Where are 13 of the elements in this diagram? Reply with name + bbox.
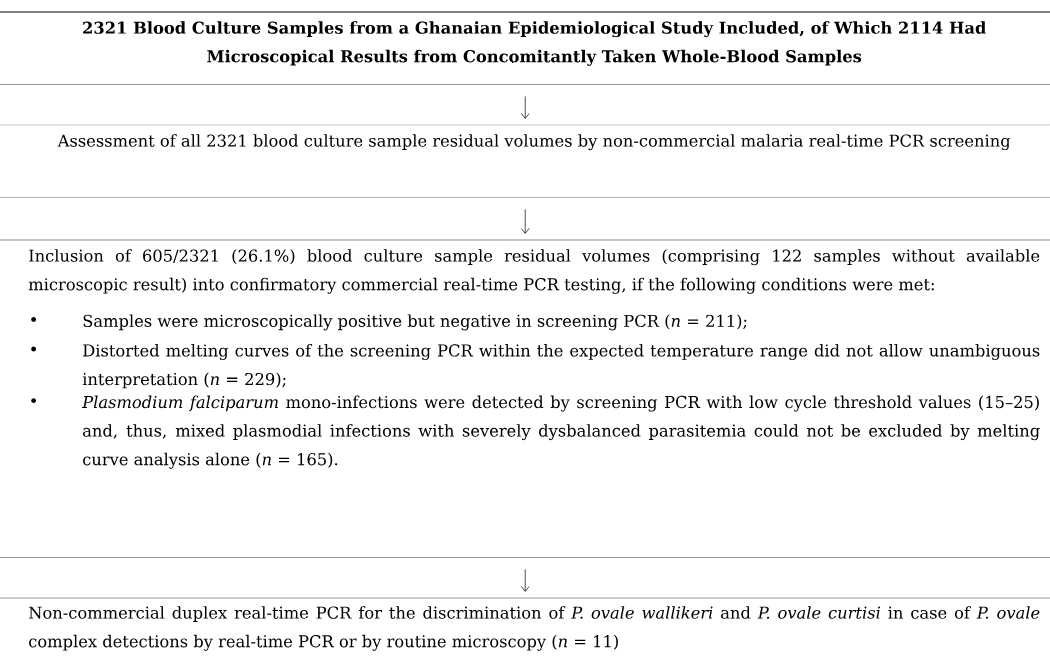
arrow: [520, 96, 530, 119]
list-item: Distorted melting curves of the screening PCR within the expected temperature range did not allow unambiguous interpretation (n = 229);: [82, 344, 1040, 389]
table-row: [0, 597, 1050, 651]
arrow: [520, 209, 530, 234]
heading: 2321 Blood Culture Samples from a Ghanaian Epidemiological Study Included, of Which 2114 Had Microscopical Results from Concomitantly Taken Whole-Blood Samples: [83, 21, 986, 66]
list-item: Plasmodium falciparum mono-infections were detected by screening PCR with low cycle threshold values (15–25) and, thus, mixed plasmodial infections with severely dysbalanced parasitemia could not be excluded by melting curve analysis alone (n = 165).: [81, 395, 1040, 469]
table-row: [0, 11, 1050, 85]
list-item: Samples were microscopically positive but negative in screening PCR (n = 211);: [83, 314, 747, 331]
paragraph: Non-commercial duplex real-time PCR for the discrimination of P. ovale wallikeri and P. ovale curtisi in case of P. ovale complex detections by real-time PCR or by routine microscopy (n = 11): [29, 606, 1040, 651]
table-row: [0, 239, 1050, 558]
paragraph: Inclusion of 605/2321 (26.1%) blood culture sample residual volumes (comprising 122 samples without available microscopic result) into confirmatory commercial real-time PCR testing, if the following conditions were met:: [28, 249, 1040, 294]
arrow: [520, 569, 530, 592]
paragraph: Assessment of all 2321 blood culture sample residual volumes by non-commercial malaria real-time PCR screening: [57, 134, 1011, 151]
